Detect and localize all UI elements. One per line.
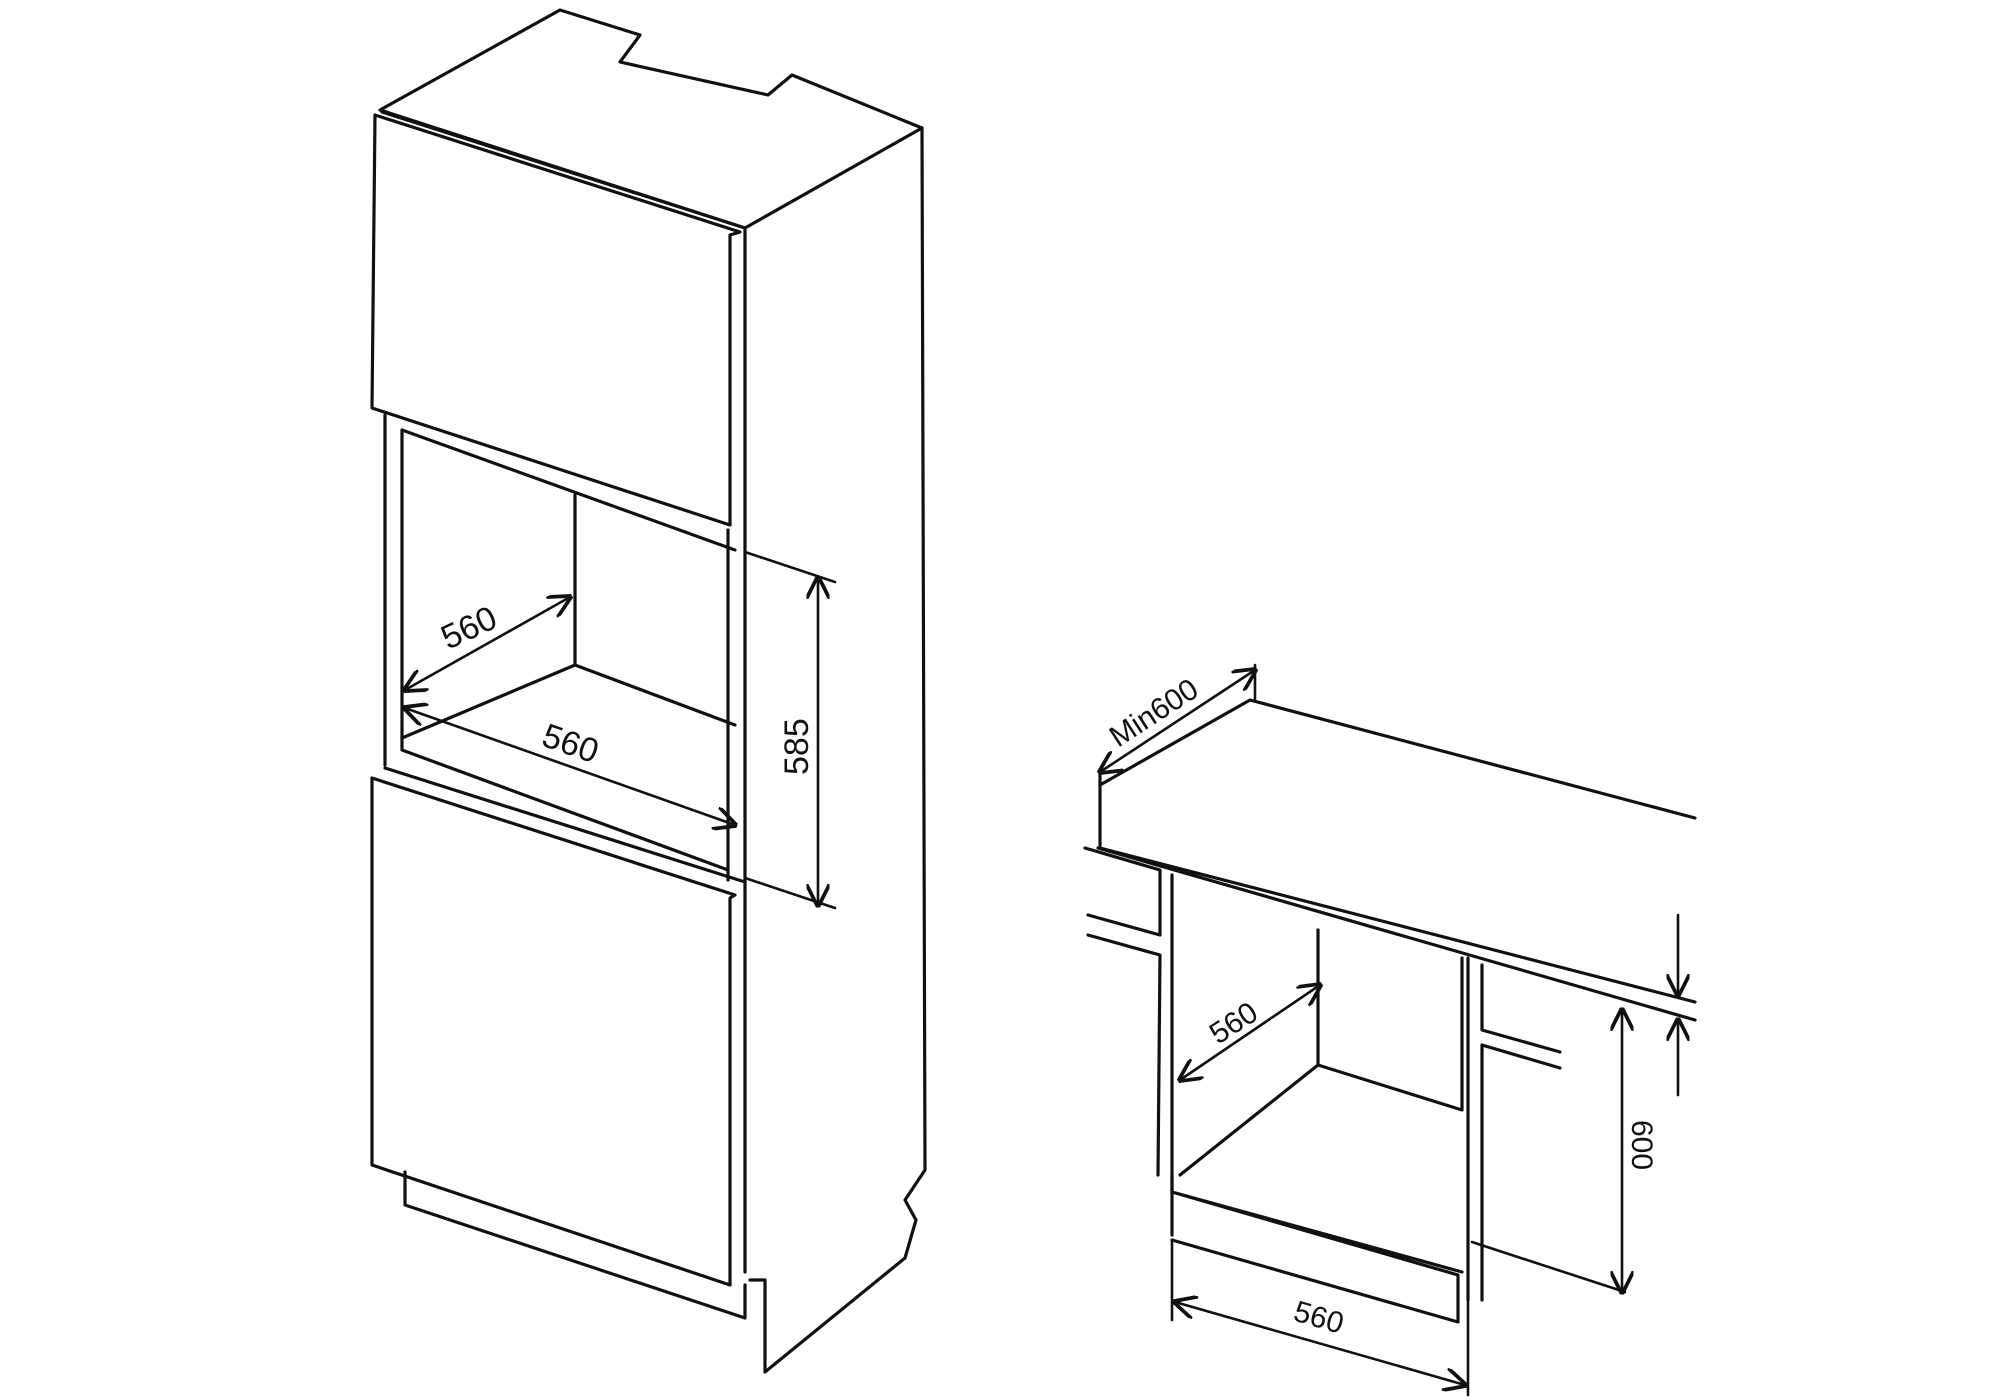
right-adjacent-cabinet bbox=[1466, 956, 1562, 1302]
tall-height-label: 585 bbox=[778, 718, 816, 775]
lower-door bbox=[370, 776, 737, 1287]
tall-width-dimension-line bbox=[405, 708, 735, 825]
lower-door-top-edge bbox=[383, 766, 747, 884]
under-height-ext-bottom bbox=[1470, 1240, 1627, 1294]
under-width-dimension-line bbox=[1175, 1302, 1465, 1385]
upper-door-edge bbox=[380, 110, 747, 230]
worktop bbox=[1096, 698, 1697, 1022]
under-plinth bbox=[1170, 1173, 1464, 1324]
tall-depth-dimension-line bbox=[405, 597, 570, 690]
under-depth-dimension-line bbox=[1180, 985, 1320, 1080]
tall-cabinet: 560 560 585 bbox=[370, 8, 927, 1374]
under-depth-label: 560 bbox=[1204, 996, 1264, 1051]
tall-depth-label: 560 bbox=[435, 599, 502, 657]
tall-height-ext-bottom bbox=[743, 876, 837, 910]
tall-height-ext-top bbox=[743, 550, 837, 584]
cabinet-side-panel bbox=[748, 126, 927, 1374]
counter-dimension-line bbox=[1100, 670, 1255, 772]
left-adjacent-cabinet bbox=[1083, 846, 1174, 1237]
cabinet-top-face bbox=[378, 8, 924, 230]
under-counter-unit: Min600 560 560 600 bbox=[1083, 663, 1697, 1397]
under-height-label: 600 bbox=[1625, 1120, 1658, 1170]
upper-door bbox=[370, 113, 742, 527]
plinth bbox=[403, 1170, 747, 1320]
tall-width-label: 560 bbox=[537, 717, 603, 771]
under-width-label: 560 bbox=[1290, 1295, 1347, 1341]
